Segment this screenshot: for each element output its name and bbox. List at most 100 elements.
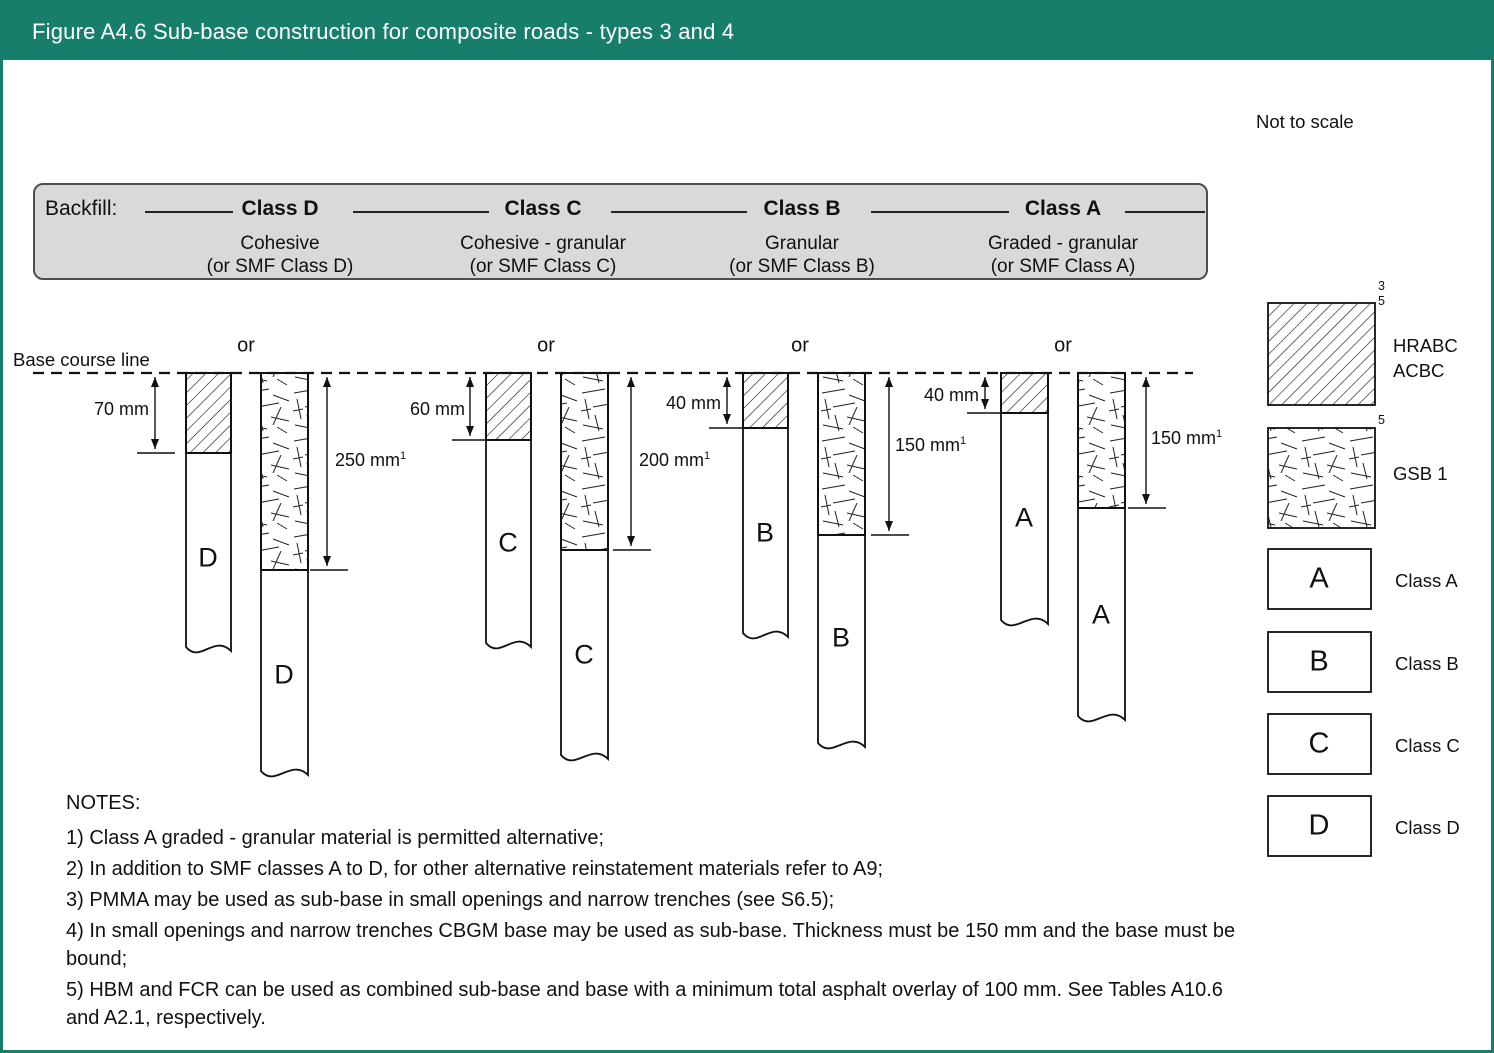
note-2: 2) In addition to SMF classes A to D, fo… <box>66 858 884 880</box>
backfill-class-a-title: Class A <box>1024 197 1102 220</box>
legend-letter-c: C <box>1308 727 1330 760</box>
trench-letter-d-alt: D <box>274 659 294 690</box>
trench-outline <box>485 373 532 650</box>
figure-title: Figure A4.6 Sub-base construction for co… <box>32 18 735 44</box>
backfill-class-d-title: Class D <box>241 197 319 220</box>
gsb-layer <box>260 372 309 571</box>
legend-letter-a: A <box>1309 562 1329 595</box>
legend-letter-d: D <box>1308 809 1330 842</box>
backfill-rule <box>353 211 489 213</box>
gsb-layer <box>817 372 866 536</box>
or-label: or <box>237 334 255 357</box>
dim-value: 40 mm <box>665 393 721 413</box>
dim-label-150mm-b: 150 mm1 <box>895 435 966 456</box>
dim-value: 250 mm <box>335 450 401 470</box>
trench-outline <box>742 373 789 640</box>
trench-letter-c: C <box>498 527 518 558</box>
dim-value: 40 mm <box>923 385 979 405</box>
legend-hrabc-swatch <box>1267 302 1376 406</box>
legend-swatches <box>1267 302 1376 857</box>
legend-letter-b: B <box>1309 645 1329 678</box>
legend-gsb-label: GSB 1 <box>1393 463 1448 484</box>
legend-class-d-label: Class D <box>1395 817 1460 838</box>
dim-40mm-a <box>967 377 1005 414</box>
note-ref: 3 <box>1378 279 1385 293</box>
trench-b-asphalt <box>742 372 789 640</box>
dim-70mm <box>137 377 175 454</box>
backfill-class-d-subtitle: Cohesive (or SMF Class D) <box>207 232 354 278</box>
backfill-rule <box>611 211 747 213</box>
legend-class-b-box <box>1267 631 1372 693</box>
dim-40mm-b <box>709 377 747 429</box>
backfill-label: Backfill: <box>45 197 118 220</box>
legend-class-a-box <box>1267 548 1372 610</box>
legend-class-a-label: Class A <box>1395 570 1458 591</box>
backfill-class-c-title: Class C <box>504 197 582 220</box>
legend-hrabc-label: HRABC ACBC <box>1393 333 1458 383</box>
not-to-scale-note: Not to scale <box>1256 111 1354 132</box>
smf-alternative: (or SMF Class B) <box>729 256 875 277</box>
trench-d-asphalt <box>185 372 232 654</box>
asphalt-cap <box>485 372 532 441</box>
dim-label-60mm: 60 mm <box>391 399 465 420</box>
legend-label-line: ACBC <box>1393 360 1445 381</box>
backfill-class-c-subtitle: Cohesive - granular (or SMF Class C) <box>460 232 626 278</box>
note-ref: 1 <box>1216 428 1223 440</box>
note-4: 4) In small openings and narrow trenches… <box>66 920 1236 970</box>
legend-class-b-label: Class B <box>1395 653 1459 674</box>
trench-c-asphalt <box>485 372 532 650</box>
gsb-layer <box>1077 372 1126 509</box>
legend-label-line: HRABC <box>1393 335 1458 356</box>
or-label: or <box>1054 334 1072 357</box>
smf-alternative: (or SMF Class C) <box>469 256 617 277</box>
note-ref: 1 <box>400 450 407 462</box>
backfill-panel: Backfill: Class D Class C Class B Class … <box>33 183 1208 280</box>
note-1: 1) Class A graded - granular material is… <box>66 827 605 849</box>
dim-value: 150 mm <box>895 435 961 455</box>
or-label: or <box>791 334 809 357</box>
backfill-class-b-title: Class B <box>763 197 841 220</box>
dim-label-250mm: 250 mm1 <box>335 450 406 471</box>
backfill-rule <box>871 211 1009 213</box>
dim-value: 200 mm <box>639 450 705 470</box>
legend-gsb-swatch <box>1267 427 1376 529</box>
dim-label-70mm: 70 mm <box>75 399 149 420</box>
dim-250mm <box>310 377 348 571</box>
trench-letter-d: D <box>198 542 218 573</box>
or-label: or <box>537 334 555 357</box>
note-5: 5) HBM and FCR can be used as combined s… <box>66 979 1223 1029</box>
material-name: Cohesive - granular <box>460 233 626 254</box>
trench-d-gsb <box>260 372 309 778</box>
backfill-class-a-subtitle: Graded - granular (or SMF Class A) <box>988 232 1138 278</box>
dim-200mm <box>613 377 651 551</box>
material-name: Granular <box>765 233 839 254</box>
trench-b-gsb <box>817 372 866 750</box>
dim-150mm-b <box>871 377 909 536</box>
dim-150mm-a <box>1128 377 1166 509</box>
dim-label-40mm-a: 40 mm <box>905 385 979 406</box>
asphalt-cap <box>185 372 232 454</box>
dim-value: 70 mm <box>93 399 149 419</box>
dim-label-200mm: 200 mm1 <box>639 450 710 471</box>
gsb-layer <box>560 372 609 551</box>
asphalt-cap <box>742 372 789 429</box>
legend-class-d-box <box>1267 795 1372 857</box>
trench-c-gsb <box>560 372 609 762</box>
note-ref: 5 <box>1378 413 1385 427</box>
legend-class-c-box <box>1267 713 1372 775</box>
trench-a-asphalt <box>1000 372 1049 627</box>
dim-60mm <box>452 377 490 441</box>
notes-heading: NOTES: <box>66 792 141 814</box>
backfill-rule <box>1125 211 1205 213</box>
material-name: Cohesive <box>240 233 320 254</box>
notes-section: NOTES: 1) Class A graded - granular mate… <box>66 792 1236 1035</box>
note-ref: 5 <box>1378 294 1385 308</box>
base-course-line-label: Base course line <box>13 349 150 370</box>
trench-a-gsb <box>1077 372 1126 723</box>
dim-label-150mm-a: 150 mm1 <box>1151 428 1222 449</box>
backfill-rule <box>145 211 233 213</box>
smf-alternative: (or SMF Class D) <box>206 256 354 277</box>
dim-value: 150 mm <box>1151 428 1217 448</box>
trench-letter-c-alt: C <box>574 639 594 670</box>
